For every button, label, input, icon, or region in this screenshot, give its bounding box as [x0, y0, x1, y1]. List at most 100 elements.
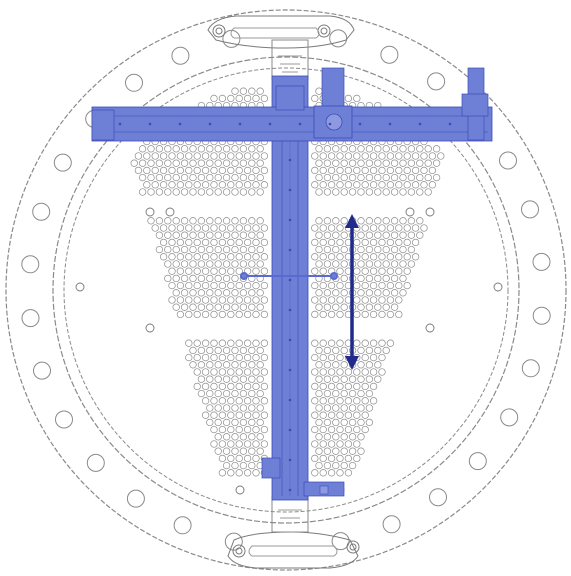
tube-hole — [323, 260, 332, 268]
tube-hole — [311, 425, 319, 434]
tube-hole — [189, 274, 197, 283]
tube-hole — [336, 310, 344, 319]
tube-hole — [239, 303, 248, 311]
tube-hole — [239, 231, 248, 239]
tube-hole — [164, 260, 172, 268]
tube-hole — [260, 253, 269, 261]
tube-hole — [407, 260, 416, 268]
tube-hole — [378, 368, 386, 376]
tube-hole — [222, 188, 231, 196]
bolt-hole — [532, 306, 551, 325]
tube-hole — [227, 440, 235, 448]
tube-hole — [336, 440, 344, 448]
tube-hole — [235, 339, 243, 347]
tube-hole — [176, 238, 185, 247]
tube-hole — [231, 389, 239, 398]
tube-hole — [378, 339, 386, 347]
tube-hole — [256, 159, 264, 167]
tube-hole — [353, 382, 361, 391]
tube-hole — [369, 267, 378, 275]
tube-hole — [248, 87, 256, 95]
rail-bolt — [208, 122, 212, 126]
tube-hole — [214, 447, 222, 455]
tube-hole — [159, 181, 168, 189]
tube-hole — [395, 310, 403, 319]
tube-hole — [361, 238, 369, 247]
tube-hole — [315, 173, 323, 182]
tube-hole — [231, 346, 239, 355]
tube-hole — [260, 296, 269, 304]
tube-hole — [201, 382, 210, 391]
tube-hole — [378, 152, 386, 160]
tube-hole — [210, 397, 218, 405]
tube-hole — [319, 440, 327, 448]
tube-hole — [319, 253, 327, 261]
tube-hole — [214, 217, 222, 225]
tube-hole — [340, 389, 348, 398]
tube-hole — [222, 418, 231, 427]
tube-hole — [256, 217, 264, 225]
tube-hole — [403, 152, 411, 160]
tube-hole — [172, 260, 180, 268]
tube-hole — [134, 152, 143, 160]
tube-hole — [323, 217, 332, 225]
clamp-bolt-icon — [317, 24, 331, 38]
tube-hole — [151, 152, 159, 160]
tube-hole — [386, 166, 395, 175]
tube-hole — [248, 217, 256, 225]
tube-hole — [227, 397, 235, 405]
tube-hole — [164, 173, 172, 182]
rail-bolt — [418, 122, 422, 126]
tube-hole — [369, 224, 378, 232]
tube-hole — [218, 454, 227, 463]
tube-hole — [378, 166, 386, 175]
tube-hole — [222, 433, 231, 441]
tube-hole — [390, 231, 399, 239]
tube-hole — [243, 368, 252, 376]
tube-hole — [369, 238, 378, 247]
tube-hole — [176, 181, 185, 189]
tube-hole — [348, 404, 357, 412]
tube-hole — [218, 267, 227, 275]
tube-hole — [336, 411, 344, 419]
tube-hole — [357, 447, 365, 455]
tube-hole — [227, 353, 235, 362]
tube-hole — [193, 181, 201, 189]
tube-hole — [197, 159, 206, 167]
tube-hole — [357, 159, 365, 167]
tube-hole — [206, 217, 214, 225]
tube-hole — [332, 447, 340, 455]
tube-hole — [336, 152, 344, 160]
tube-hole — [252, 339, 260, 347]
tube-hole — [407, 188, 416, 196]
tube-hole — [185, 267, 193, 275]
tube-hole — [218, 353, 227, 362]
tube-hole — [248, 303, 256, 311]
flange — [5, 9, 567, 571]
reference-hole — [405, 207, 415, 217]
tube-hole — [323, 145, 332, 153]
tube-hole — [357, 145, 365, 153]
tube-hole — [416, 231, 424, 239]
tube-hole — [193, 353, 201, 362]
tube-hole — [243, 440, 252, 448]
reference-hole — [235, 485, 245, 495]
tube-hole — [311, 469, 319, 477]
clamp-bolt-icon — [232, 544, 246, 558]
tube-hole — [214, 375, 222, 383]
tube-hole — [315, 375, 323, 383]
tube-hole — [323, 375, 332, 383]
tube-hole — [365, 145, 374, 153]
tube-hole — [155, 145, 164, 153]
rail-bolt — [288, 488, 292, 492]
tube-hole — [311, 281, 319, 290]
tube-hole — [311, 224, 319, 232]
tube-hole — [319, 296, 327, 304]
manipulator — [91, 67, 493, 501]
tube-hole — [365, 404, 374, 412]
tube-hole — [311, 440, 319, 448]
bolt-hole — [171, 46, 190, 65]
tube-hole — [185, 339, 193, 347]
tube-hole — [222, 375, 231, 383]
tube-hole — [327, 296, 336, 304]
